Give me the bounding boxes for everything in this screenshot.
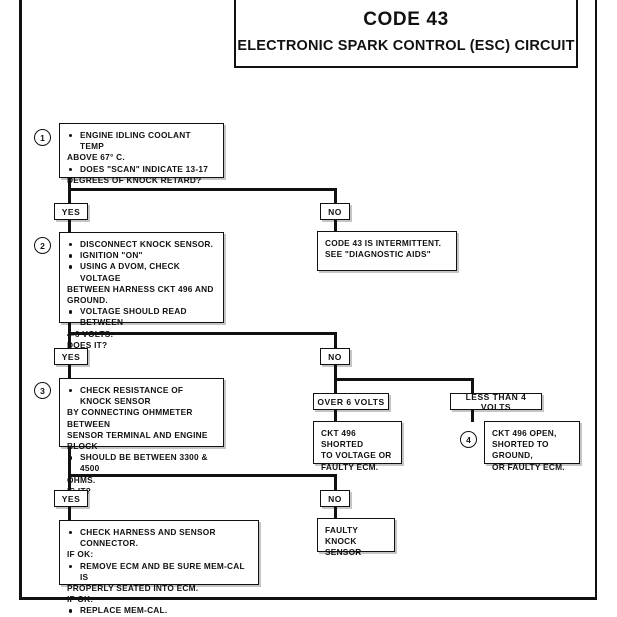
connector-no2-down bbox=[334, 332, 337, 350]
outcome-intermittent-line-1: CODE 43 IS INTERMITTENT. bbox=[325, 238, 442, 248]
outcome-shorted-line-2: TO VOLTAGE OR bbox=[321, 450, 392, 461]
step-1-line-1: ENGINE IDLING COOLANT TEMP bbox=[80, 130, 191, 152]
step-3-line-3: SENSOR TERMINAL AND ENGINE BLOCK bbox=[67, 429, 208, 452]
connector-yes2-to-step3 bbox=[68, 365, 71, 379]
step-number-2: 2 bbox=[34, 237, 51, 254]
connector-less4-down bbox=[471, 378, 474, 396]
branch-label-yes-1: YES bbox=[54, 203, 88, 220]
connector-yes1-down bbox=[68, 188, 71, 205]
outcome-faulty-line-2: SENSOR bbox=[325, 547, 362, 558]
step-2-line-2: IGNITION "ON" bbox=[80, 250, 143, 261]
outcome-intermittent-line-2: SEE "DIAGNOSTIC AIDS" bbox=[325, 249, 431, 260]
step-1-line-4: DEGREES OF KNOCK RETARD? bbox=[67, 174, 202, 185]
connector-no3-to-faulty bbox=[334, 507, 337, 519]
outcome-faulty-line-1: FAULTY KNOCK bbox=[325, 525, 358, 547]
final-line-6: REPLACE MEM-CAL. bbox=[80, 605, 168, 616]
connector-split-1 bbox=[68, 188, 337, 191]
outcome-open-or-ground-box: CKT 496 OPEN, SHORTED TO GROUND, OR FAUL… bbox=[484, 421, 580, 472]
title-block: CODE 43 ELECTRONIC SPARK CONTROL (ESC) C… bbox=[234, 0, 578, 68]
outcome-shorted-line-3: FAULTY ECM. bbox=[321, 461, 379, 472]
connector-volt-split bbox=[334, 378, 474, 381]
step-3-box: CHECK RESISTANCE OF KNOCK SENSOR BY CONN… bbox=[59, 378, 224, 496]
branch-label-over-6-volts: OVER 6 VOLTS bbox=[313, 393, 389, 410]
branch-label-yes-3: YES bbox=[54, 490, 88, 507]
step-2-line-5: GROUND. bbox=[67, 295, 108, 306]
connector-no1-down bbox=[334, 188, 337, 205]
connector-no2-to-voltsplit bbox=[334, 365, 337, 381]
step-1-box: ENGINE IDLING COOLANT TEMP ABOVE 67° C. … bbox=[59, 123, 224, 185]
step-2-line-3: USING A DVOM, CHECK VOLTAGE bbox=[80, 261, 181, 283]
step-1-line-2: ABOVE 67° C. bbox=[67, 152, 125, 163]
step-3-line-1: CHECK RESISTANCE OF KNOCK SENSOR bbox=[80, 385, 184, 407]
page-title: CODE 43 bbox=[363, 9, 449, 30]
outcome-faulty-knock-sensor-box: FAULTY KNOCK SENSOR bbox=[317, 518, 395, 557]
connector-step1-down bbox=[68, 178, 71, 191]
branch-label-yes-2: YES bbox=[54, 348, 88, 365]
final-line-4: PROPERLY SEATED INTO ECM. bbox=[67, 583, 199, 594]
step-2-line-4: BETWEEN HARNESS CKT 496 AND bbox=[67, 283, 214, 294]
final-line-1: CHECK HARNESS AND SENSOR CONNECTOR. bbox=[80, 527, 216, 549]
outcome-open-line-3: OR FAULTY ECM. bbox=[492, 461, 565, 472]
step-3-line-5: OHMS. bbox=[67, 474, 96, 485]
branch-label-no-1: NO bbox=[320, 203, 350, 220]
step-2-box: DISCONNECT KNOCK SENSOR. IGNITION "ON" U… bbox=[59, 232, 224, 350]
step-2-line-8: DOES IT? bbox=[67, 339, 108, 350]
step-2-line-6: VOLTAGE SHOULD READ BETWEEN bbox=[80, 306, 187, 328]
connector-over6-down bbox=[334, 378, 337, 396]
step-3-line-2: BY CONNECTING OHMMETER BETWEEN bbox=[67, 407, 193, 429]
branch-label-no-2: NO bbox=[320, 348, 350, 365]
final-line-5: IF OK: bbox=[67, 594, 94, 605]
connector-yes3-to-final bbox=[68, 507, 71, 521]
connector-yes2-down bbox=[68, 332, 71, 350]
connector-no3-down bbox=[334, 474, 337, 492]
connector-split-2 bbox=[68, 332, 337, 335]
step-2-line-1: DISCONNECT KNOCK SENSOR. bbox=[80, 239, 214, 249]
step-1-line-3: DOES "SCAN" INDICATE 13-17 bbox=[80, 163, 209, 174]
final-line-3: REMOVE ECM AND BE SURE MEM-CAL IS bbox=[80, 560, 245, 582]
step-number-4: 4 bbox=[460, 431, 477, 448]
outcome-open-line-1: CKT 496 OPEN, bbox=[492, 428, 557, 438]
connector-split-3 bbox=[68, 474, 337, 477]
step-number-1: 1 bbox=[34, 129, 51, 146]
step-3-line-4: SHOULD BE BETWEEN 3300 & 4500 bbox=[80, 452, 208, 474]
final-line-2: IF OK: bbox=[67, 549, 94, 560]
outcome-open-line-2: SHORTED TO GROUND, bbox=[492, 439, 549, 461]
connector-no1-to-intermittent bbox=[334, 220, 337, 232]
final-check-box: CHECK HARNESS AND SENSOR CONNECTOR. IF O… bbox=[59, 520, 259, 615]
branch-label-no-3: NO bbox=[320, 490, 350, 507]
page-border bbox=[19, 0, 597, 600]
connector-step2-down bbox=[68, 323, 71, 335]
connector-less4-to-outcome bbox=[471, 410, 474, 422]
outcome-intermittent-box: CODE 43 IS INTERMITTENT. SEE "DIAGNOSTIC… bbox=[317, 231, 457, 271]
connector-step3-down bbox=[68, 447, 71, 477]
outcome-shorted-to-voltage-box: CKT 496 SHORTED TO VOLTAGE OR FAULTY ECM… bbox=[313, 421, 402, 472]
branch-label-less-than-4-volts: LESS THAN 4 VOLTS bbox=[450, 392, 542, 412]
page-subtitle: ELECTRONIC SPARK CONTROL (ESC) CIRCUIT bbox=[237, 38, 575, 54]
step-number-3: 3 bbox=[34, 382, 51, 399]
connector-yes1-to-step2 bbox=[68, 220, 71, 234]
connector-yes3-down bbox=[68, 474, 71, 492]
outcome-shorted-line-1: CKT 496 SHORTED bbox=[321, 428, 364, 450]
connector-over6-to-outcome bbox=[334, 410, 337, 422]
